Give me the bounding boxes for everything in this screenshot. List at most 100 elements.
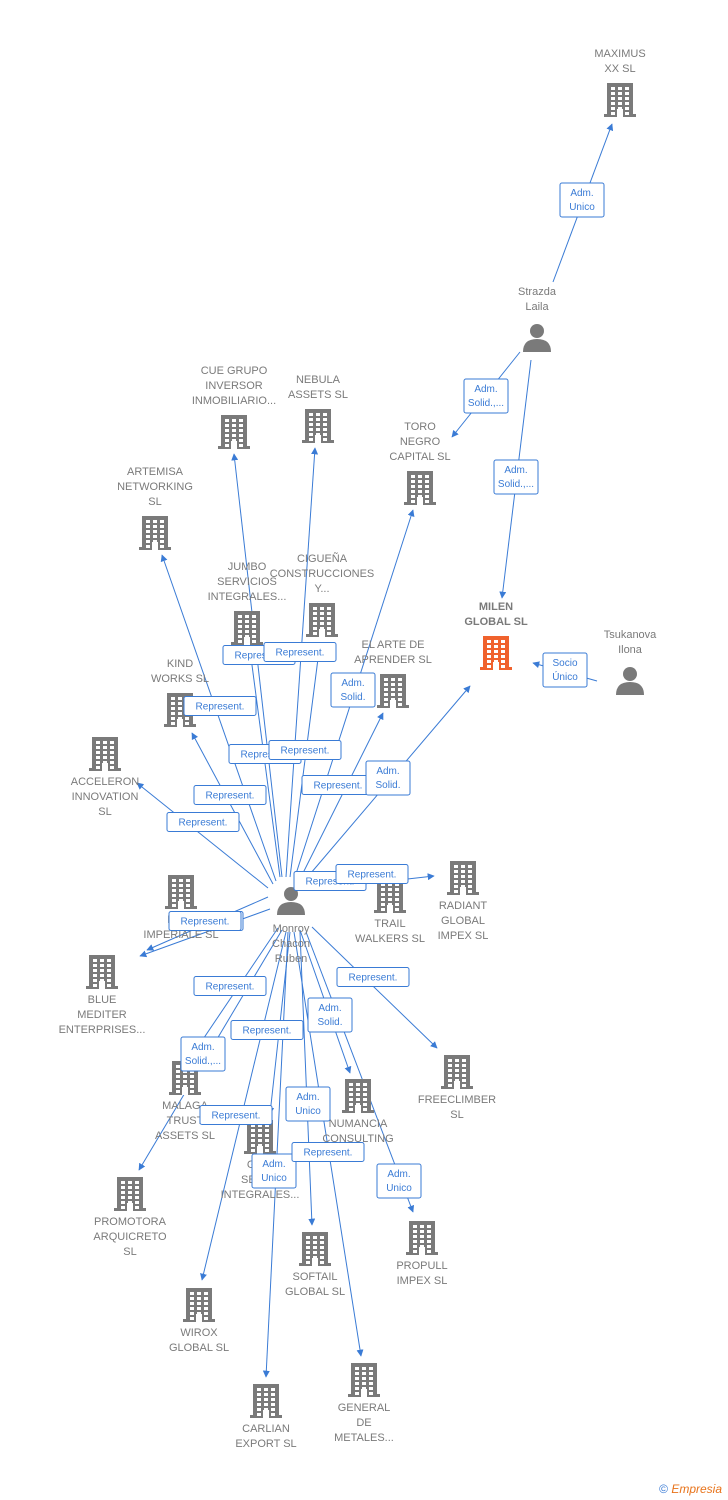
building-icon — [377, 674, 409, 708]
building-icon — [139, 516, 171, 550]
edge-label-text: Unico — [261, 1173, 287, 1184]
edge-label-monroy-to-nebula[interactable]: Represent. — [263, 642, 337, 662]
edge-monroy-to-elarte — [299, 712, 384, 880]
node-label: IMPERIALE SL — [143, 929, 218, 941]
edge-label-monroy-to-elarte[interactable]: Represent. — [301, 775, 375, 795]
edge-label-strazda-to-maximus[interactable]: Adm.Unico — [559, 182, 605, 218]
edge-label-strazda-to-toro[interactable]: Adm.Solid.,... — [463, 378, 509, 414]
node-label: Chacon — [272, 938, 310, 950]
node-label: SERVICIOS — [217, 576, 277, 588]
edge-monroy-to-softail — [299, 931, 316, 1226]
edge-label-text: Represent. — [235, 651, 284, 662]
edge-label-monroy-to-radiant[interactable]: Represent. — [335, 864, 409, 884]
edge-label-monroy-to-blue[interactable]: Represent. — [168, 911, 242, 931]
person-icon — [616, 667, 644, 695]
building-icon — [165, 875, 197, 909]
edge-label-monroy-to-milen[interactable]: Adm. Solid. — [365, 760, 411, 796]
node-label: INNOVATION — [72, 791, 139, 803]
node-label: JUMBO — [228, 561, 267, 573]
node-label: GLOBAL SL — [285, 1286, 345, 1298]
node-cue[interactable]: CUE GRUPOINVERSORINMOBILIARIO... — [192, 365, 276, 449]
node-label: ENTERPRISES... — [59, 1024, 146, 1036]
edge-label-text: Adm. — [387, 1169, 410, 1180]
edge-label-text: Solid.,... — [498, 479, 534, 490]
building-icon — [306, 603, 338, 637]
node-label: ASSETS SL — [288, 389, 348, 401]
edge-label-text: Adm. — [376, 766, 399, 777]
edge-label-monroy-to-malaga[interactable]: Adm.Solid.,... — [180, 1036, 226, 1072]
node-label: CUE GRUPO — [201, 365, 268, 377]
node-label: WORKS SL — [151, 673, 209, 685]
building-icon — [86, 955, 118, 989]
brand-logo[interactable]: Empresia — [671, 1482, 722, 1496]
edge-label-monroy-to-numancia[interactable]: Adm.Solid. — [307, 997, 353, 1033]
node-label: WALKERS SL — [355, 933, 425, 945]
edge-label-monroy-to-freeclimber[interactable]: Represent. — [336, 967, 410, 987]
edge-monroy-to-blue — [139, 908, 271, 958]
edge-label-monroy-to-general[interactable]: Represent. — [291, 1142, 365, 1162]
edge-label-monroy-to-acceleron[interactable]: Represent. — [166, 812, 240, 832]
edge-monroy-to-nebula — [285, 447, 319, 878]
building-icon — [447, 861, 479, 895]
edge-label-monroy-to-artemisa[interactable]: Represent. — [183, 696, 257, 716]
edge-label-text: Represent. — [281, 746, 330, 757]
edge-label-text: Solid. — [375, 780, 400, 791]
edge-label-monroy-to-propull[interactable]: Adm.Unico — [376, 1163, 422, 1199]
node-blue[interactable]: BLUEMEDITERENTERPRISES... — [59, 955, 146, 1036]
edge-label-text: Represent. — [206, 982, 255, 993]
node-label: SL — [148, 496, 161, 508]
edge-label-monroy-to-go[interactable]: Represent. — [230, 1020, 304, 1040]
edge-label-monroy-to-softail[interactable]: Adm.Unico — [285, 1086, 331, 1122]
edge-label-box — [193, 976, 267, 996]
node-label: MALAGA — [162, 1100, 209, 1112]
node-label: Monroy — [273, 923, 310, 935]
node-pri[interactable]: PRI...IMPERIALE SL — [143, 875, 219, 941]
edge-label-monroy-to-kind[interactable]: Represent. — [193, 785, 267, 805]
node-label: APRENDER SL — [354, 654, 432, 666]
node-label: CAPITAL SL — [389, 451, 450, 463]
edge-label-monroy-to-promotora[interactable]: Represent. — [193, 976, 267, 996]
edge-label-box — [336, 967, 410, 987]
edge-label-text: Solid.,... — [468, 398, 504, 409]
edge-label-monroy-to-wirox[interactable]: Adm.Unico — [251, 1153, 297, 1189]
edge-label-text: Represent. — [212, 1111, 261, 1122]
node-label: NEGRO — [400, 436, 441, 448]
edge-label-monroy-to-ciguena[interactable]: Represent. — [268, 740, 342, 760]
node-jumbo[interactable]: JUMBOSERVICIOSINTEGRALES... — [208, 561, 287, 645]
edge-label-text: Represent. — [306, 877, 355, 888]
edge-label-monroy-to-toro[interactable]: Adm.Solid. — [330, 672, 376, 708]
edge-label-box — [335, 864, 409, 884]
building-icon — [244, 1120, 276, 1154]
node-general[interactable]: GENERALDEMETALES... — [334, 1363, 394, 1444]
node-label: IMPEX SL — [397, 1275, 448, 1287]
edge-label-box — [307, 997, 353, 1033]
edge-label-monroy-to-carlian[interactable]: Represent. — [199, 1105, 273, 1125]
building-icon — [480, 636, 512, 670]
node-label: WIROX — [180, 1327, 218, 1339]
edge-label-text: Represent. — [243, 1026, 292, 1037]
edge-label-strazda-to-milen[interactable]: Adm.Solid.,... — [493, 459, 539, 495]
node-ciguena[interactable]: CIGUEÑACONSTRUCCIONESY... — [270, 552, 375, 637]
